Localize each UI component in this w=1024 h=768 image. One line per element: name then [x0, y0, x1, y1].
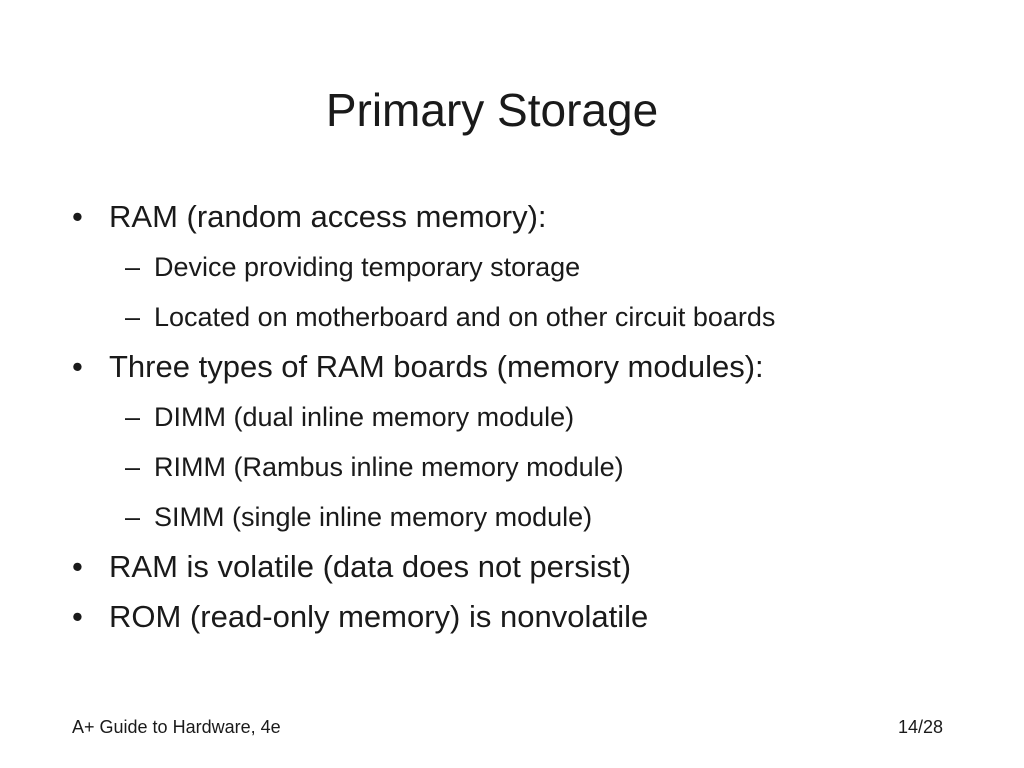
sub-item-text: SIMM (single inline memory module): [154, 502, 593, 532]
bullet-text: Three types of RAM boards (memory module…: [109, 349, 764, 384]
footer-page-number: 14/28: [898, 717, 944, 737]
bullet-item-rom-nonvolatile: • ROM (read-only memory) is nonvolatile: [72, 594, 992, 644]
bullet-text: ROM (read-only memory) is nonvolatile: [109, 599, 649, 634]
sub-item-rimm: – RIMM (Rambus inline memory module): [72, 444, 992, 494]
sub-item-text: Device providing temporary storage: [154, 252, 581, 282]
sub-item-located-on-motherboard: – Located on motherboard and on other ci…: [72, 294, 992, 344]
sub-item-temporary-storage: – Device providing temporary storage: [72, 244, 992, 294]
bullet-item-ram: • RAM (random access memory):: [72, 194, 992, 244]
footer-book-title: A+ Guide to Hardware, 4e: [72, 717, 281, 737]
bullet-item-ram-volatile: • RAM is volatile (data does not persist…: [72, 544, 992, 594]
bullet-marker: •: [72, 549, 83, 584]
dash-marker: –: [125, 302, 141, 332]
bullet-text: RAM is volatile (data does not persist): [109, 549, 632, 584]
sub-item-dimm: – DIMM (dual inline memory module): [72, 394, 992, 444]
bullet-item-ram-boards: • Three types of RAM boards (memory modu…: [72, 344, 992, 394]
sub-item-text: DIMM (dual inline memory module): [154, 402, 575, 432]
dash-marker: –: [125, 452, 141, 482]
bullet-marker: •: [72, 349, 83, 384]
dash-marker: –: [125, 252, 141, 282]
sub-item-simm: – SIMM (single inline memory module): [72, 494, 992, 544]
sub-item-text: Located on motherboard and on other circ…: [154, 302, 776, 332]
dash-marker: –: [125, 402, 141, 432]
bullet-list: • RAM (random access memory): – Device p…: [72, 194, 992, 644]
dash-marker: –: [125, 502, 141, 532]
sub-item-text: RIMM (Rambus inline memory module): [154, 452, 624, 482]
bullet-text: RAM (random access memory):: [109, 199, 547, 234]
slide-title: Primary Storage: [325, 84, 659, 136]
bullet-marker: •: [72, 599, 83, 634]
bullet-marker: •: [72, 199, 83, 234]
